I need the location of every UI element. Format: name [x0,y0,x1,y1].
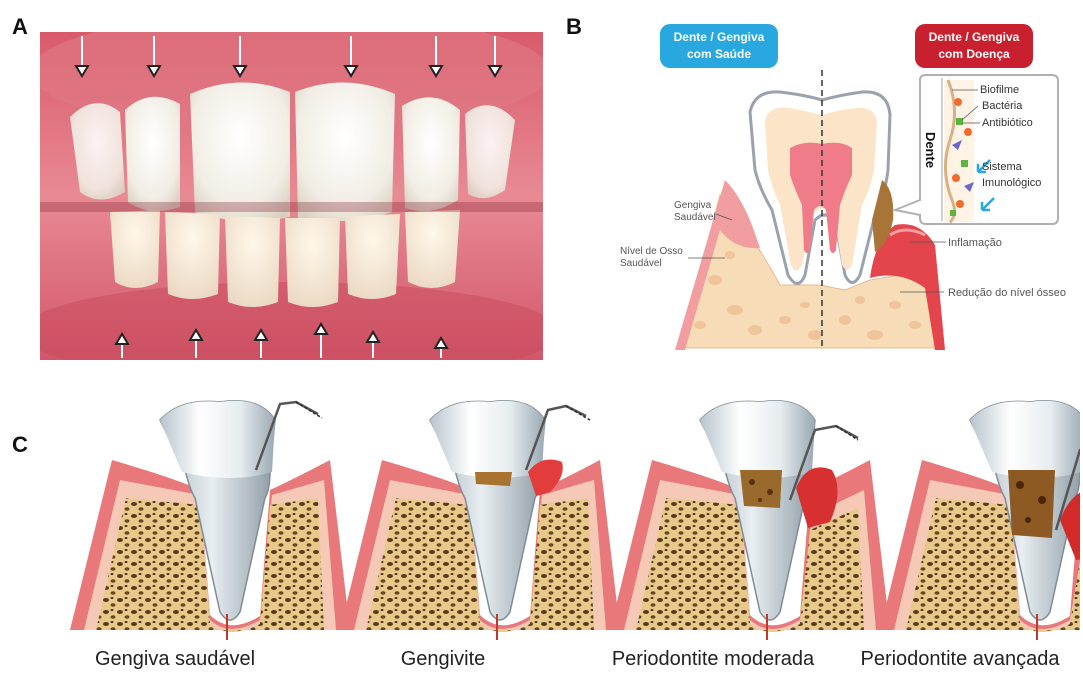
stage-healthy [70,401,350,640]
bone-label-line2: Saudável [620,258,662,269]
periodontitis-progression: Gengiva saudável Gengivite Periodontite … [40,380,1080,677]
panel-a-letter: A [12,14,28,40]
caption-advanced-periodontitis: Periodontite avançada [860,648,1059,671]
immune-label-line1: Sistema [982,161,1023,173]
caption-healthy-gum: Gengiva saudável [95,648,255,671]
panel-c-letter: C [12,432,28,458]
inflammation-label: Inflamação [948,237,1002,249]
disease-badge-line1: Dente / Gengiva [929,30,1020,44]
healthy-badge: Dente / Gengiva com Saúde [660,24,778,68]
bone-label-line1: Nível de Osso [620,246,683,257]
tooth-diagram-svg: Dente / Gengiva com Saúde Dente / Gengiv… [590,20,1070,365]
healthy-badge-line2: com Saúde [687,47,751,61]
bone-loss-label: Redução do nível ósseo [948,287,1066,299]
stage-advanced-periodontitis [880,401,1080,640]
tooth-cross-section-diagram: Dente / Gengiva com Saúde Dente / Gengiv… [590,20,1070,365]
healthy-gum-label-line1: Gengiva [674,200,712,211]
healthy-gum-label-line2: Saudável [674,212,716,223]
caption-moderate-periodontitis: Periodontite moderada [612,648,814,671]
antibiotic-label: Antibiótico [982,117,1033,129]
immune-label-line2: Imunológico [982,177,1041,189]
bacteria-label: Bactéria [982,100,1023,112]
disease-badge-line2: com Doença [938,47,1010,61]
healthy-badge-line1: Dente / Gengiva [674,30,765,44]
stage-gingivitis [340,401,620,640]
stage-moderate-periodontitis [610,401,890,640]
gum-photo [40,32,543,360]
progression-illustrations [40,380,1080,640]
biofilm-callout: Dente Biofilme Bactéria Antibiótico Sist… [895,75,1058,224]
panel-b-letter: B [566,14,582,40]
biofilm-label: Biofilme [980,84,1019,96]
tooth-label: Dente [923,132,938,168]
caption-gingivitis: Gengivite [401,648,486,671]
gum-photo-illustration [40,32,543,360]
disease-badge: Dente / Gengiva com Doença [915,24,1033,68]
